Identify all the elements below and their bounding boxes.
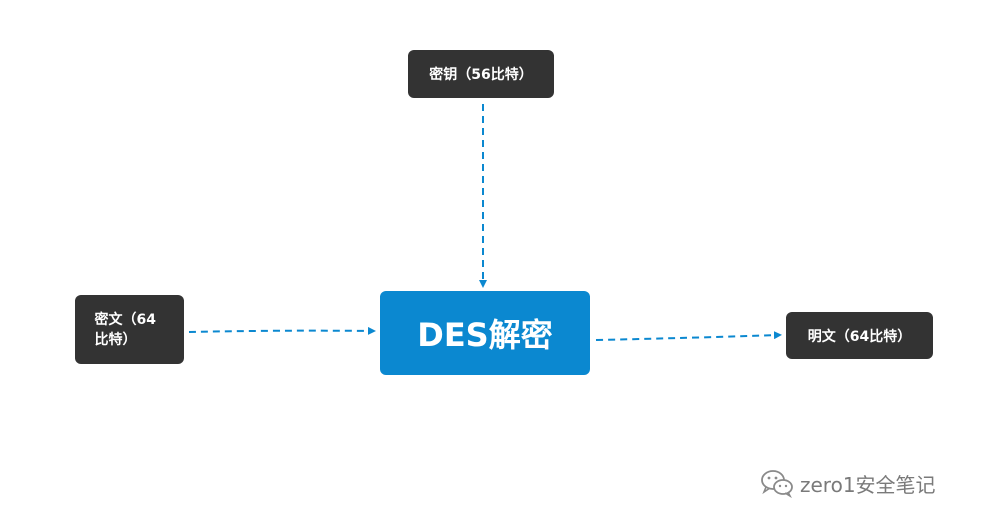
wechat-icon xyxy=(761,470,793,498)
des-to-plaintext-arrow xyxy=(595,331,782,341)
plaintext-node-label: 明文（64比特） xyxy=(807,328,912,345)
watermark-text: zero1安全笔记 xyxy=(800,472,936,497)
ciphertext-to-des-arrow xyxy=(188,326,376,335)
des-decrypt-node: DES解密 xyxy=(380,291,590,375)
des-decrypt-node-label: DES解密 xyxy=(417,316,553,354)
key-node-label: 密钥（56比特） xyxy=(429,67,533,83)
plaintext-node: 明文（64比特） xyxy=(786,312,933,359)
ciphertext-node-label: 密文（64比特） xyxy=(94,311,156,348)
key-node: 密钥（56比特） xyxy=(408,50,554,98)
ciphertext-node: 密文（64比特） xyxy=(75,295,184,364)
watermark: zero1安全笔记 xyxy=(760,468,936,498)
